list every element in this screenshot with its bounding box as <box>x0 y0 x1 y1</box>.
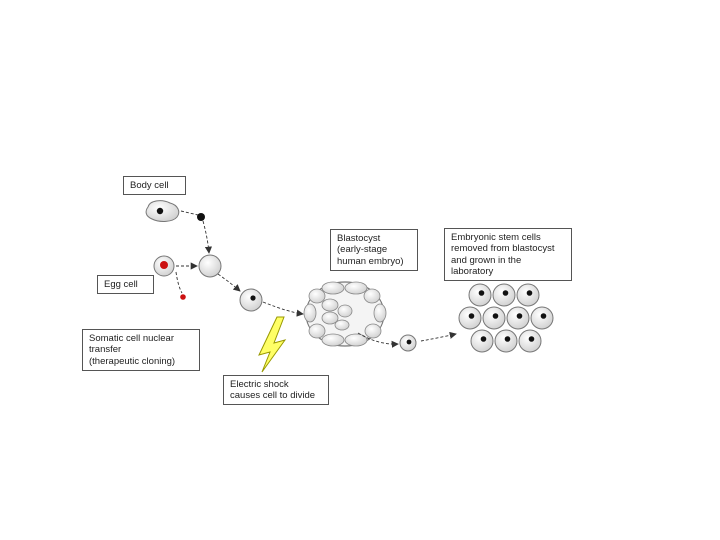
body-cell-label: Body cell <box>123 176 186 195</box>
removed-egg-nucleus <box>180 294 186 300</box>
stem-cell-nucleus <box>492 313 499 319</box>
stem-cell-nucleus <box>540 313 547 319</box>
arrow-dividing-to-blastocyst <box>262 301 304 317</box>
stem-cell <box>518 329 542 353</box>
body-cell-nucleus <box>156 207 164 215</box>
stem-cell-nucleus <box>528 336 535 342</box>
stem-cell-nucleus <box>502 290 509 296</box>
blastocyst <box>303 281 387 347</box>
body-cell <box>145 200 180 222</box>
stem-cell <box>516 283 540 307</box>
stem-cell <box>492 283 516 307</box>
stem-cell <box>482 306 506 330</box>
arrow-fused-to-dividing <box>217 273 241 292</box>
stem-cell <box>506 306 530 330</box>
extracted-nucleus <box>197 213 205 221</box>
arrow-nucleus-to-fused <box>202 220 213 254</box>
stem-cell-nucleus <box>478 290 485 296</box>
extracted-stem-cell <box>399 334 417 352</box>
stem-cell <box>458 306 482 330</box>
stem-cell <box>468 283 492 307</box>
stem-cell-nucleus <box>468 313 475 319</box>
egg-cell-nucleus <box>160 261 168 269</box>
egg-cell <box>153 255 175 277</box>
arrow-body-to-nucleus <box>180 210 199 216</box>
arrow-stem-to-cluster <box>420 331 457 342</box>
scnt-label: Somatic cell nuclear transfer (therapeut… <box>82 329 200 371</box>
stem-cells-label: Embryonic stem cells removed from blasto… <box>444 228 572 281</box>
electric-shock-label: Electric shock causes cell to divide <box>223 375 329 405</box>
stem-cell <box>470 329 494 353</box>
stem-cell-nucleus <box>526 290 533 296</box>
blastocyst-label: Blastocyst (early-stage human embryo) <box>330 229 418 271</box>
fused-cell <box>198 254 222 278</box>
dividing-cell <box>239 288 263 312</box>
lightning-bolt-icon <box>258 316 287 373</box>
stem-cell <box>530 306 554 330</box>
stem-cell-nucleus <box>480 336 487 342</box>
stem-cell-nucleus <box>516 313 523 319</box>
stem-cell <box>494 329 518 353</box>
stem-cell-nucleus <box>504 336 511 342</box>
arrow-egg-to-removed <box>175 271 183 294</box>
egg-cell-label: Egg cell <box>97 275 154 294</box>
stem-cell-cluster <box>458 283 554 353</box>
arrow-blastocyst-to-stem <box>357 332 399 348</box>
